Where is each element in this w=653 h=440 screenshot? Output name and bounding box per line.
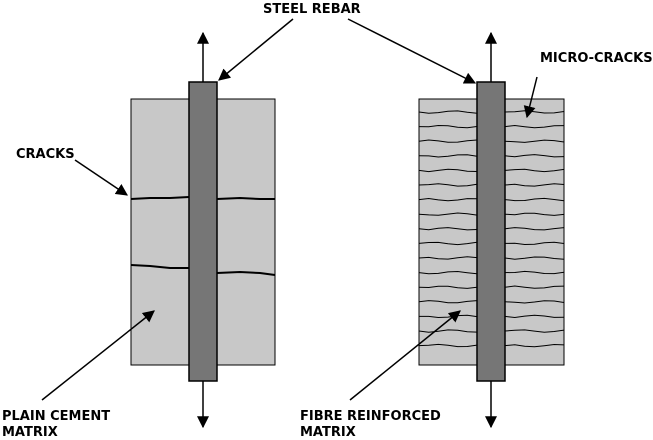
steel-rebar-left — [188, 81, 218, 382]
micro-crack-line — [418, 285, 478, 289]
label-micro-cracks: MICRO-CRACKS — [540, 51, 653, 66]
label-cracks: CRACKS — [16, 147, 75, 162]
micro-crack-line — [504, 270, 565, 275]
micro-crack-line — [418, 256, 478, 260]
micro-crack-line — [504, 285, 565, 289]
micro-crack-line — [418, 168, 478, 173]
micro-crack-line — [504, 197, 565, 202]
micro-crack-line — [418, 124, 478, 129]
pointer-steel-rebar-left — [218, 18, 294, 81]
label-plain-cement-line2: MATRIX — [2, 425, 58, 440]
pointer-plain-cement — [41, 310, 155, 401]
micro-crack-line — [418, 197, 478, 202]
label-fibre-reinforced-line2: MATRIX — [300, 425, 356, 440]
micro-crack-line — [418, 343, 478, 348]
micro-crack-line — [504, 139, 565, 143]
micro-crack-line — [418, 241, 478, 246]
crack-lower — [130, 264, 276, 276]
micro-cracks-group — [418, 110, 565, 348]
micro-crack-line — [504, 314, 565, 319]
micro-crack-line — [418, 154, 478, 158]
pointer-cracks — [74, 159, 128, 196]
label-plain-cement-line1: PLAIN CEMENT — [2, 409, 110, 424]
pointer-fibre-reinforced — [349, 310, 461, 401]
micro-crack-line — [504, 227, 565, 231]
steel-rebar-right — [476, 81, 506, 382]
micro-crack-line — [504, 168, 565, 173]
micro-crack-line — [418, 227, 478, 231]
micro-crack-line — [418, 183, 478, 187]
micro-crack-line — [504, 183, 565, 187]
micro-crack-line — [504, 124, 565, 129]
micro-crack-line — [504, 154, 565, 158]
micro-crack-line — [504, 241, 565, 246]
micro-crack-line — [504, 256, 565, 260]
micro-crack-line — [418, 329, 478, 333]
micro-crack-line — [504, 329, 565, 333]
micro-crack-line — [504, 212, 565, 216]
crack-upper — [130, 196, 275, 200]
plain-cement-specimen — [130, 31, 276, 429]
micro-crack-line — [418, 270, 478, 275]
label-steel-rebar: STEEL REBAR — [263, 2, 361, 17]
micro-crack-line — [418, 139, 478, 143]
fibre-reinforced-specimen — [418, 31, 565, 429]
micro-crack-line — [418, 110, 478, 114]
micro-crack-line — [504, 300, 565, 304]
pointer-micro-cracks — [523, 76, 538, 119]
label-fibre-reinforced-line1: FIBRE REINFORCED — [300, 409, 441, 424]
micro-crack-line — [418, 212, 478, 216]
micro-crack-line — [418, 300, 478, 304]
pointer-steel-rebar-right — [347, 18, 477, 84]
micro-crack-line — [504, 343, 565, 348]
